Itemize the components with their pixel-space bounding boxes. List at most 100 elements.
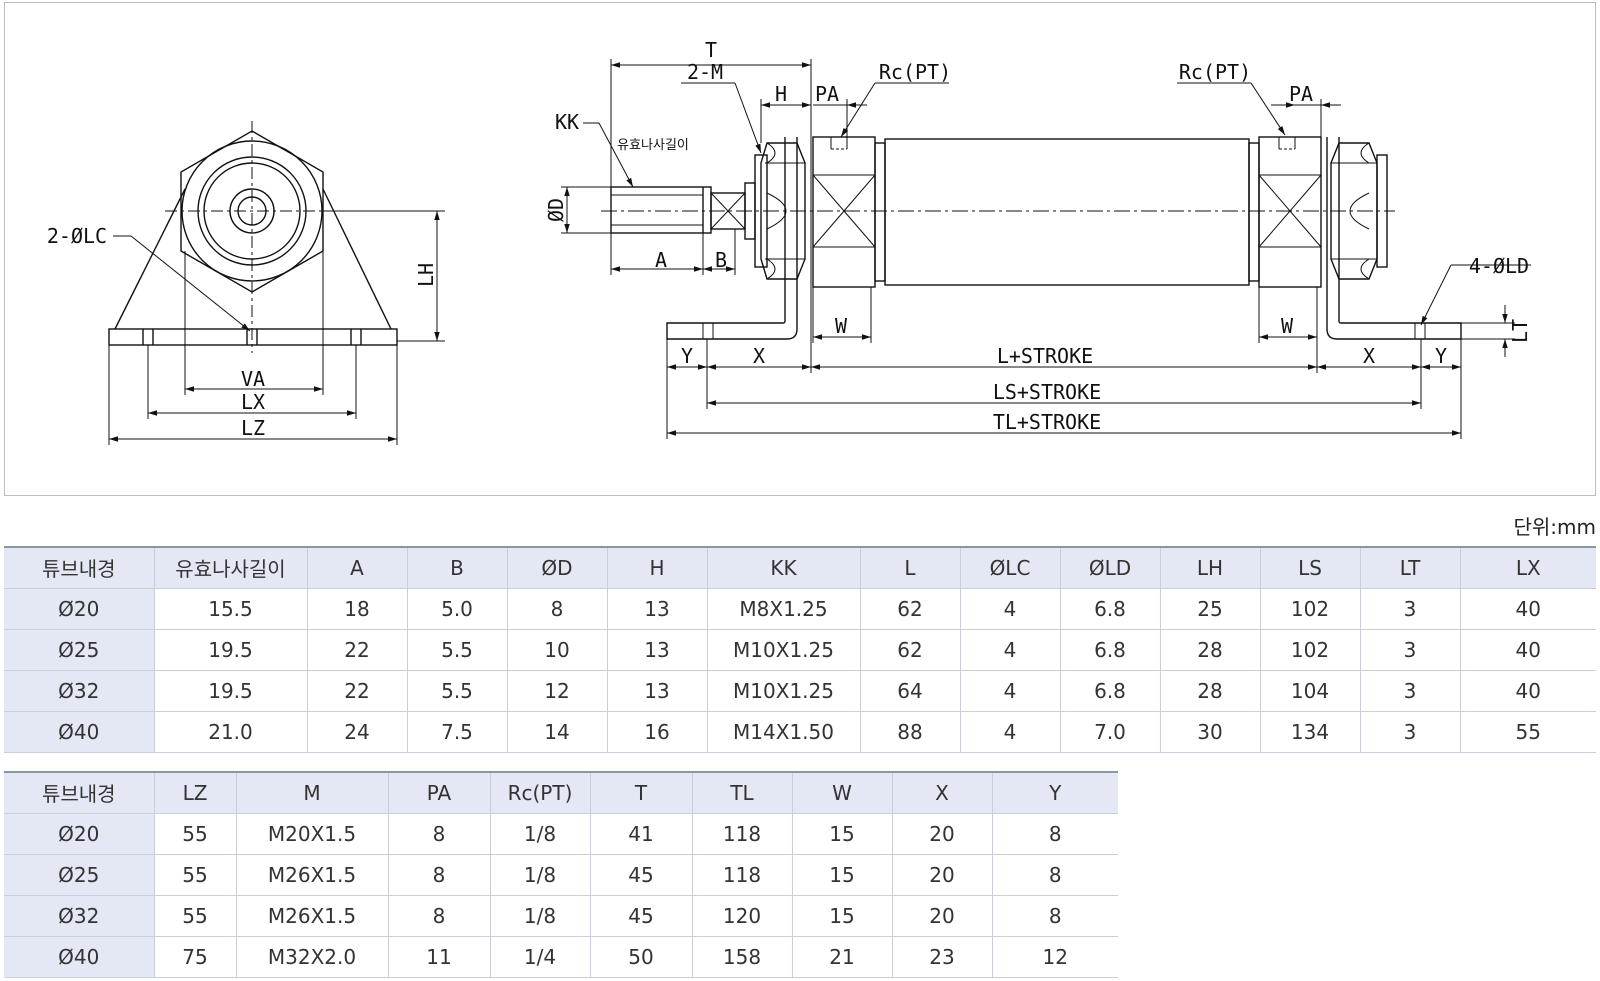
table-cell: 40 bbox=[1460, 629, 1596, 671]
label-4-ld: 4-ØLD bbox=[1469, 254, 1529, 278]
table-cell: 15 bbox=[792, 813, 893, 855]
table-cell: 23 bbox=[892, 936, 993, 978]
table-cell: 6.8 bbox=[1060, 588, 1161, 630]
table-cell: 22 bbox=[307, 629, 408, 671]
column-header: W bbox=[792, 771, 893, 814]
table-cell: 8 bbox=[388, 854, 491, 896]
label-pa-right: PA bbox=[1289, 82, 1313, 106]
table-cell: 104 bbox=[1260, 670, 1361, 712]
table-cell: 8 bbox=[992, 813, 1118, 855]
table-cell: 15 bbox=[792, 895, 893, 937]
table-cell: 40 bbox=[1460, 588, 1596, 630]
column-header: T bbox=[590, 771, 693, 814]
row-label-cell: Ø20 bbox=[4, 813, 155, 855]
table-cell: 25 bbox=[1160, 588, 1261, 630]
table-cell: 1/8 bbox=[490, 895, 591, 937]
row-label-cell: Ø32 bbox=[4, 895, 155, 937]
label-w-right: W bbox=[1281, 314, 1294, 338]
table-cell: 8 bbox=[388, 813, 491, 855]
table-cell: 21.0 bbox=[154, 711, 308, 753]
row-label-cell: Ø40 bbox=[4, 936, 155, 978]
column-header: B bbox=[407, 546, 508, 589]
column-header: L bbox=[860, 546, 961, 589]
column-header: 튜브내경 bbox=[4, 771, 155, 814]
table-cell: 1/8 bbox=[490, 854, 591, 896]
column-header: A bbox=[307, 546, 408, 589]
table-cell: 40 bbox=[1460, 670, 1596, 712]
table-cell: 8 bbox=[992, 895, 1118, 937]
label-rc-pt-left: Rc(PT) bbox=[879, 60, 951, 84]
table-cell: 5.5 bbox=[407, 670, 508, 712]
row-label-cell: Ø32 bbox=[4, 670, 155, 712]
table-cell: 75 bbox=[154, 936, 237, 978]
table-cell: M32X2.0 bbox=[236, 936, 389, 978]
column-header: H bbox=[607, 546, 708, 589]
table-cell: 3 bbox=[1360, 588, 1461, 630]
label-b: B bbox=[715, 248, 727, 272]
table-cell: M8X1.25 bbox=[707, 588, 861, 630]
label-lh: LH bbox=[414, 263, 438, 287]
label-effective-thread: 유효나사길이 bbox=[617, 138, 689, 153]
table-cell: 55 bbox=[1460, 711, 1596, 753]
table-cell: 4 bbox=[960, 670, 1061, 712]
table-cell: 4 bbox=[960, 588, 1061, 630]
table-cell: 134 bbox=[1260, 711, 1361, 753]
table-cell: 158 bbox=[692, 936, 793, 978]
table-cell: 4 bbox=[960, 629, 1061, 671]
table-cell: 12 bbox=[992, 936, 1118, 978]
table-cell: 15.5 bbox=[154, 588, 308, 630]
table-cell: 3 bbox=[1360, 670, 1461, 712]
label-y-left: Y bbox=[681, 344, 693, 368]
table-cell: 7.5 bbox=[407, 711, 508, 753]
table-cell: 55 bbox=[154, 895, 237, 937]
column-header: LH bbox=[1160, 546, 1261, 589]
label-y-right: Y bbox=[1435, 344, 1447, 368]
table-cell: 102 bbox=[1260, 588, 1361, 630]
table-cell: M10X1.25 bbox=[707, 629, 861, 671]
table-cell: 24 bbox=[307, 711, 408, 753]
table-cell: 28 bbox=[1160, 670, 1261, 712]
label-kk: KK bbox=[555, 110, 579, 134]
label-l-stroke: L+STROKE bbox=[997, 344, 1093, 368]
unit-label: 단위:mm bbox=[1513, 515, 1596, 539]
table-cell: 18 bbox=[307, 588, 408, 630]
label-lx: LX bbox=[241, 390, 265, 414]
label-od: ØD bbox=[544, 198, 568, 222]
row-label-cell: Ø25 bbox=[4, 854, 155, 896]
table-cell: 6.8 bbox=[1060, 670, 1161, 712]
table-cell: 3 bbox=[1360, 711, 1461, 753]
table-cell: 10 bbox=[507, 629, 608, 671]
table-cell: 11 bbox=[388, 936, 491, 978]
column-header: LX bbox=[1460, 546, 1596, 589]
column-header: 유효나사길이 bbox=[154, 546, 308, 589]
table-cell: 13 bbox=[607, 588, 708, 630]
label-t: T bbox=[705, 38, 717, 62]
table-cell: 8 bbox=[388, 895, 491, 937]
table-cell: 14 bbox=[507, 711, 608, 753]
table-cell: 62 bbox=[860, 588, 961, 630]
table-cell: 1/8 bbox=[490, 813, 591, 855]
column-header: LZ bbox=[154, 771, 237, 814]
table-cell: 8 bbox=[992, 854, 1118, 896]
table-cell: 20 bbox=[892, 813, 993, 855]
drawing-svg: T 2-M H PA Rc(PT) Rc(PT) PA KK 유효나사길이 ØD… bbox=[47, 38, 1532, 445]
label-rc-pt-right: Rc(PT) bbox=[1179, 60, 1251, 84]
table-cell: 15 bbox=[792, 854, 893, 896]
column-header: ØLC bbox=[960, 546, 1061, 589]
table-cell: 45 bbox=[590, 854, 693, 896]
table-cell: 64 bbox=[860, 670, 961, 712]
label-2-lc: 2-ØLC bbox=[47, 224, 107, 248]
table-cell: 5.5 bbox=[407, 629, 508, 671]
table-cell: 22 bbox=[307, 670, 408, 712]
table-cell: 50 bbox=[590, 936, 693, 978]
column-header: 튜브내경 bbox=[4, 546, 155, 589]
table-cell: 7.0 bbox=[1060, 711, 1161, 753]
